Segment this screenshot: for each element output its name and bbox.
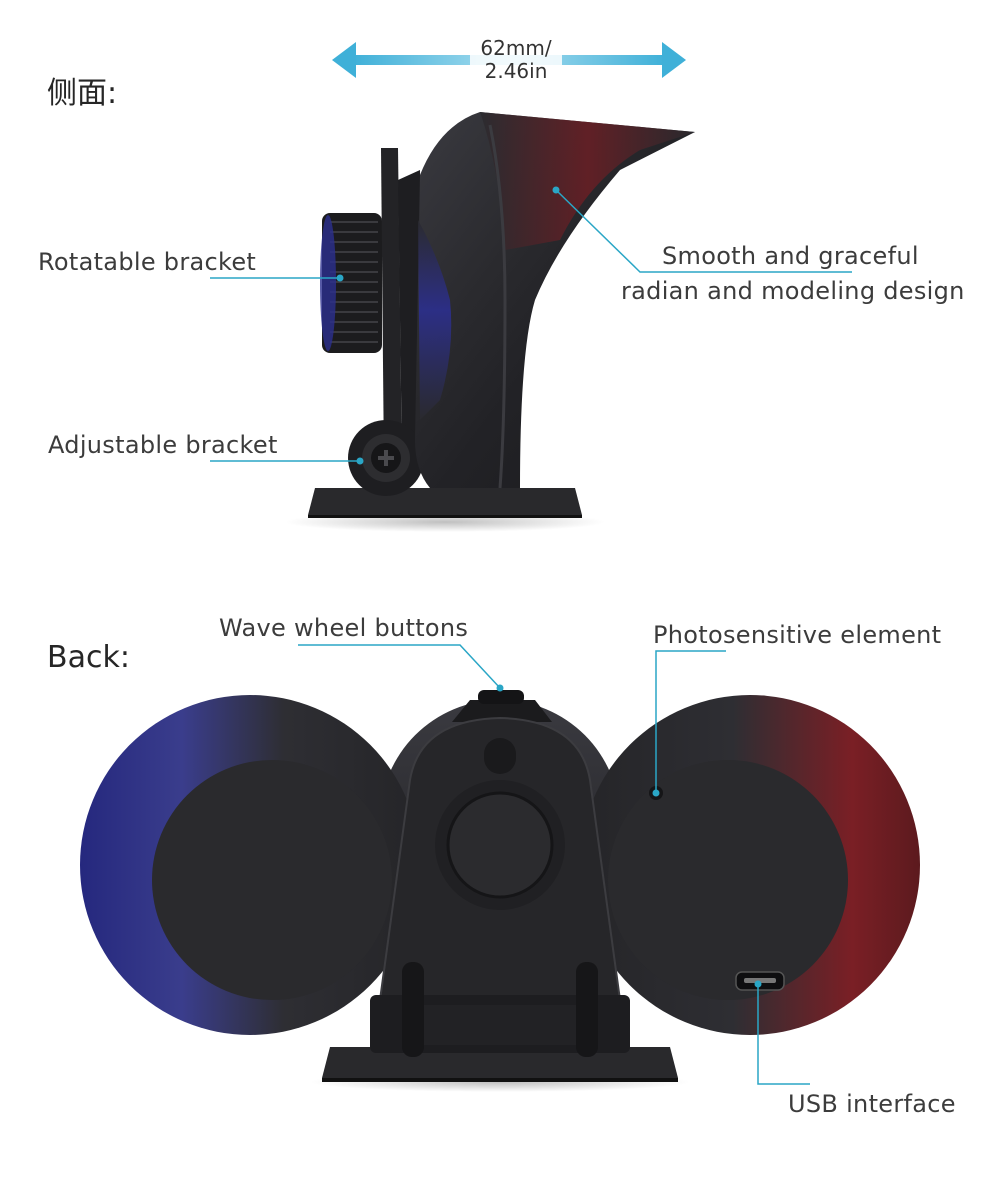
callout-smooth-line2: radian and modeling design [621, 277, 965, 305]
side-view-title: 侧面: [47, 76, 118, 111]
side-view-device [285, 112, 695, 532]
callout-wave-wheel-buttons: Wave wheel buttons [219, 614, 469, 642]
dimension-label: 62mm/ 2.46in [470, 37, 562, 83]
back-view-device [80, 690, 920, 1092]
width-dimension-arrow [332, 36, 686, 84]
callout-smooth-line1: Smooth and graceful [662, 242, 919, 270]
callout-rotatable-bracket: Rotatable bracket [38, 248, 257, 276]
callout-usb-interface: USB interface [788, 1090, 956, 1118]
back-view-title: Back: [47, 640, 130, 675]
callout-photosensitive-element: Photosensitive element [653, 621, 942, 649]
callout-adjustable-bracket: Adjustable bracket [48, 431, 278, 459]
dimension-mm: 62mm/ [480, 36, 552, 60]
dimension-in: 2.46in [484, 59, 548, 83]
